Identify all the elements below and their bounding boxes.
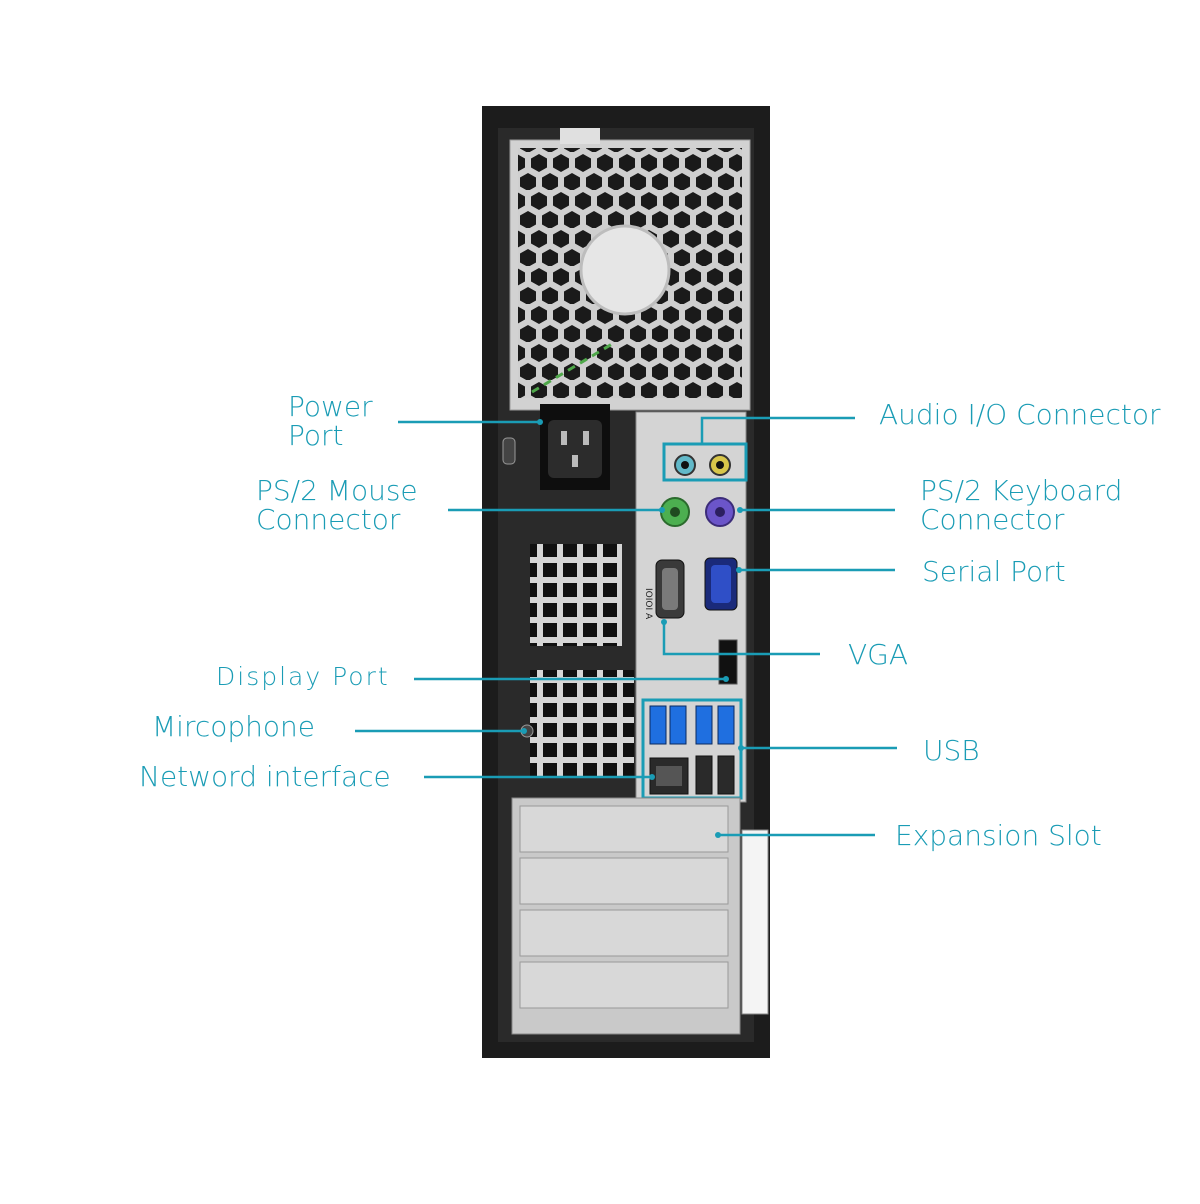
ps2-mouse-label: PS/2 Mouse Connector	[256, 476, 418, 534]
displayport-port	[718, 639, 738, 685]
expansion-slot-label: Expansion Slot	[895, 819, 1102, 852]
audio-io-label: Audio I/O Connector	[879, 398, 1161, 431]
callout-dots	[521, 419, 744, 838]
vent-upper	[530, 544, 622, 646]
ps2-mouse-label-line2: Connector	[256, 503, 401, 536]
display-port-label: Display Port	[216, 662, 390, 691]
power-switch	[502, 437, 516, 465]
expansion-slots	[511, 797, 741, 1035]
network-port	[649, 757, 689, 795]
power-port-label-line2: Port	[288, 419, 344, 452]
power-socket	[540, 404, 610, 490]
vga-port	[704, 557, 738, 611]
microphone-label: Mircophone	[152, 710, 315, 743]
ps2-keyboard-label-line2: Connector	[920, 503, 1065, 536]
vent-lower	[530, 670, 634, 778]
usb-label: USB	[923, 734, 980, 767]
ps2-keyboard-label-line1: PS/2 Keyboard	[920, 474, 1123, 507]
serial-sticker	[741, 829, 769, 1015]
network-interface-label: Netword interface	[139, 760, 391, 793]
power-port-label: Power Port	[288, 392, 373, 450]
power-supply	[509, 128, 751, 411]
ps2-mouse-port	[660, 497, 690, 527]
serial-port: IOIOI A	[643, 559, 685, 620]
power-port-label-line1: Power	[288, 390, 373, 423]
audio-jacks	[662, 442, 748, 482]
vga-label: VGA	[848, 638, 909, 671]
ps2-mouse-label-line1: PS/2 Mouse	[256, 474, 418, 507]
callout-lines	[355, 416, 897, 837]
ps2-keyboard-label: PS/2 Keyboard Connector	[920, 476, 1122, 534]
serial-port-label: Serial Port	[922, 555, 1066, 588]
serial-port-marking: IOIOI A	[643, 588, 653, 620]
ps2-keyboard-port	[705, 497, 735, 527]
